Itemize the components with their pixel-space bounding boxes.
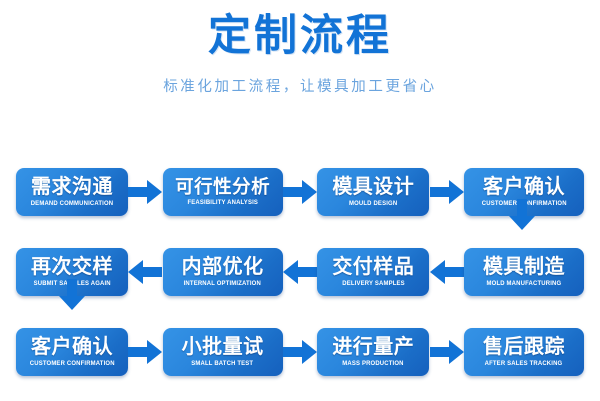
page-title: 定制流程 <box>208 12 392 60</box>
flow-step-internal-optimization[interactable]: 内部优化 INTERNAL OPTIMIZATION <box>162 248 283 296</box>
arrow-right-icon <box>128 339 163 365</box>
arrow-right-icon <box>282 179 317 205</box>
flow-step-label-en: DEMAND COMMUNICATION <box>30 199 114 207</box>
flow-step-label-en: CUSTOMER CONFIRMATION <box>29 359 115 367</box>
flow-step-label-cn: 交付样品 <box>332 255 415 278</box>
flow-step-feasibility-analysis[interactable]: 可行性分析 FEASIBILITY ANALYSIS <box>162 168 283 216</box>
page-subtitle: 标准化加工流程，让模具加工更省心 <box>163 79 437 96</box>
process-flow-diagram: 需求沟通 DEMAND COMMUNICATION 可行性分析 FEASIBIL… <box>0 152 600 392</box>
flow-row-2: 再次交样 SUBMIT SAMPLES AGAIN 内部优化 INTERNAL … <box>0 232 600 312</box>
flow-step-label-en: AFTER SALES TRACKING <box>485 359 563 367</box>
flow-step-label-en: DELIVERY SAMPLES <box>342 279 405 287</box>
flow-step-label-cn: 小批量试 <box>181 335 264 358</box>
arrow-down-icon-row1-to-row2 <box>509 199 535 230</box>
flow-step-label-cn: 客户确认 <box>31 335 113 358</box>
flow-step-label-en: SMALL BATCH TEST <box>191 359 254 367</box>
flow-step-delivery-samples[interactable]: 交付样品 DELIVERY SAMPLES <box>317 248 430 296</box>
flow-row-3: 客户确认 CUSTOMER CONFIRMATION 小批量试 SMALL BA… <box>0 312 600 392</box>
arrow-down-icon-row2-to-row3 <box>59 279 85 310</box>
flow-step-label-en: MOLD MANUFACTURING <box>486 279 562 287</box>
flow-step-label-en: MOULD DESIGN <box>349 199 398 207</box>
flow-step-after-sales-tracking[interactable]: 售后跟踪 AFTER SALES TRACKING <box>463 328 584 376</box>
arrow-right-icon <box>429 179 464 205</box>
flow-step-label-cn: 再次交样 <box>31 255 113 278</box>
arrow-right-icon <box>282 339 317 365</box>
flow-step-mold-manufacturing[interactable]: 模具制造 MOLD MANUFACTURING <box>463 248 584 296</box>
flow-step-submit-samples-again[interactable]: 再次交样 SUBMIT SAMPLES AGAIN <box>16 248 128 296</box>
flow-step-label-cn: 进行量产 <box>332 335 415 358</box>
flow-step-label-cn: 模具设计 <box>332 175 415 198</box>
flow-step-customer-confirmation-2[interactable]: 客户确认 CUSTOMER CONFIRMATION <box>16 328 128 376</box>
flow-step-mould-design[interactable]: 模具设计 MOULD DESIGN <box>317 168 430 216</box>
arrow-left-icon <box>128 259 163 285</box>
flow-step-mass-production[interactable]: 进行量产 MASS PRODUCTION <box>317 328 430 376</box>
flow-step-label-cn: 售后跟踪 <box>482 335 565 358</box>
arrow-right-icon <box>128 179 163 205</box>
flow-step-label-en: MASS PRODUCTION <box>342 359 404 367</box>
flow-step-label-cn: 客户确认 <box>482 175 565 198</box>
header: 定制流程 标准化加工流程，让模具加工更省心 <box>0 0 600 96</box>
flow-step-label-cn: 内部优化 <box>181 255 264 278</box>
flow-step-label-cn: 可行性分析 <box>175 175 271 197</box>
arrow-right-icon <box>429 339 464 365</box>
flow-step-small-batch-test[interactable]: 小批量试 SMALL BATCH TEST <box>162 328 283 376</box>
flow-step-demand-communication[interactable]: 需求沟通 DEMAND COMMUNICATION <box>16 168 128 216</box>
flow-step-label-cn: 模具制造 <box>482 255 565 278</box>
arrow-left-icon <box>282 259 317 285</box>
flow-step-label-en: INTERNAL OPTIMIZATION <box>183 279 262 287</box>
flow-step-label-cn: 需求沟通 <box>31 175 113 198</box>
flow-step-label-en: FEASIBILITY ANALYSIS <box>187 199 258 207</box>
arrow-left-icon <box>429 259 464 285</box>
